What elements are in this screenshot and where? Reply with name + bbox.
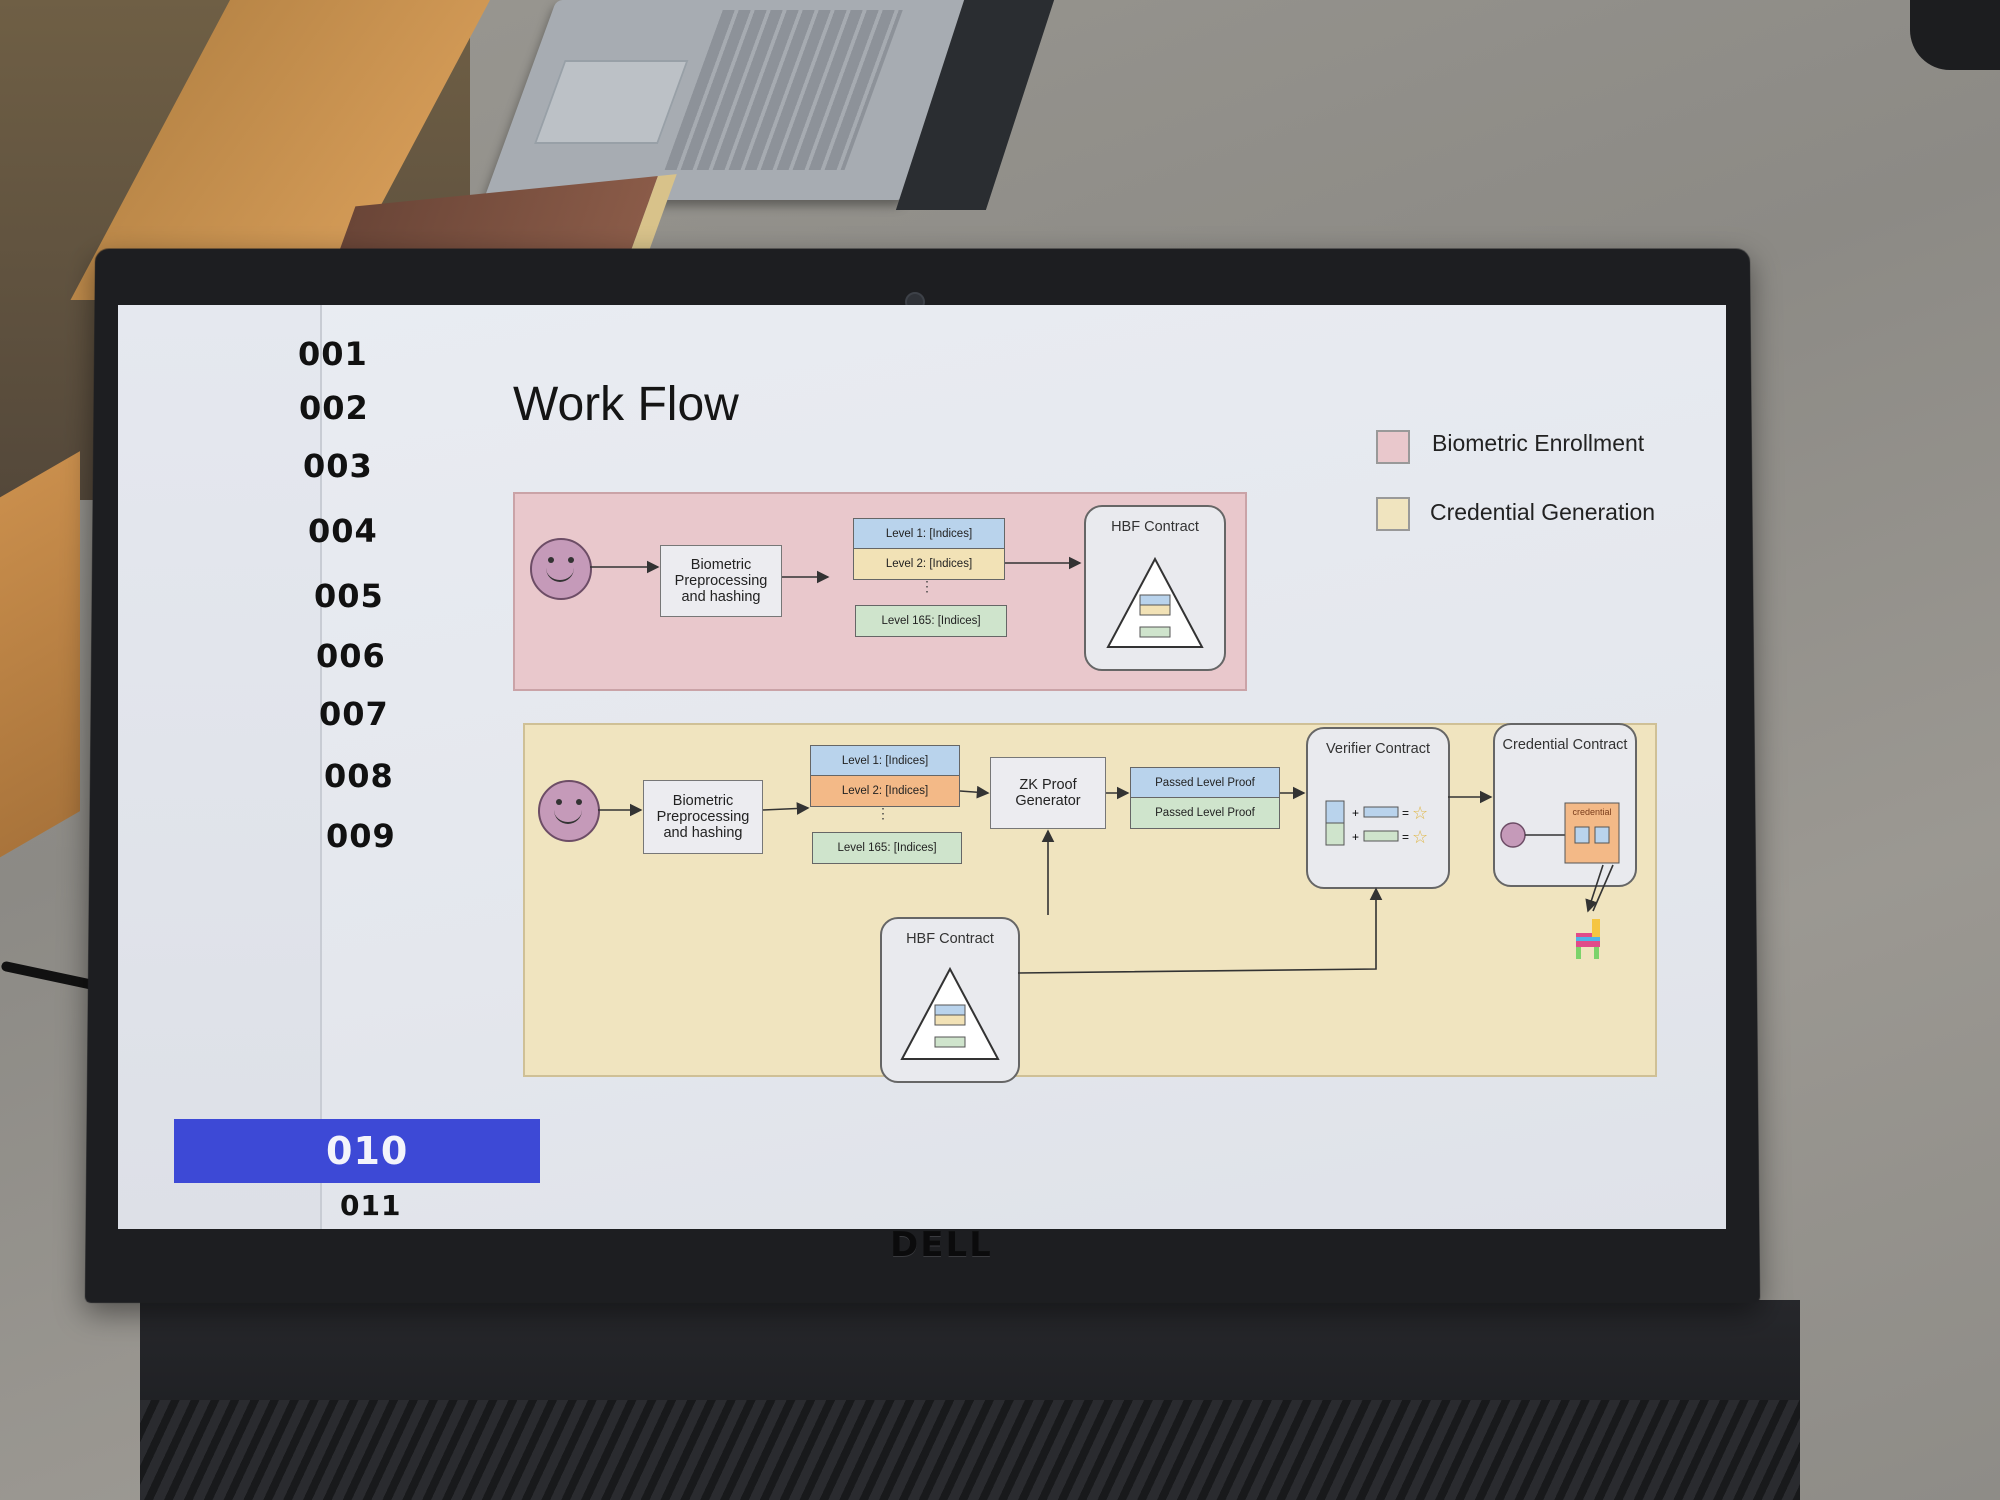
- background-laptop-touchpad: [534, 60, 689, 144]
- background-laptop: [484, 0, 977, 200]
- desk-edge-left: [0, 451, 80, 869]
- cup: [1910, 0, 2000, 70]
- brand-logo: DELL: [890, 1225, 993, 1265]
- laptop-vent: [140, 1400, 1800, 1500]
- presentation-screen: 001 002 003 004 005 006 007 008 009 010 …: [118, 305, 1726, 1229]
- flow-arrows: [118, 305, 1726, 1229]
- background-laptop-keyboard: [665, 10, 903, 170]
